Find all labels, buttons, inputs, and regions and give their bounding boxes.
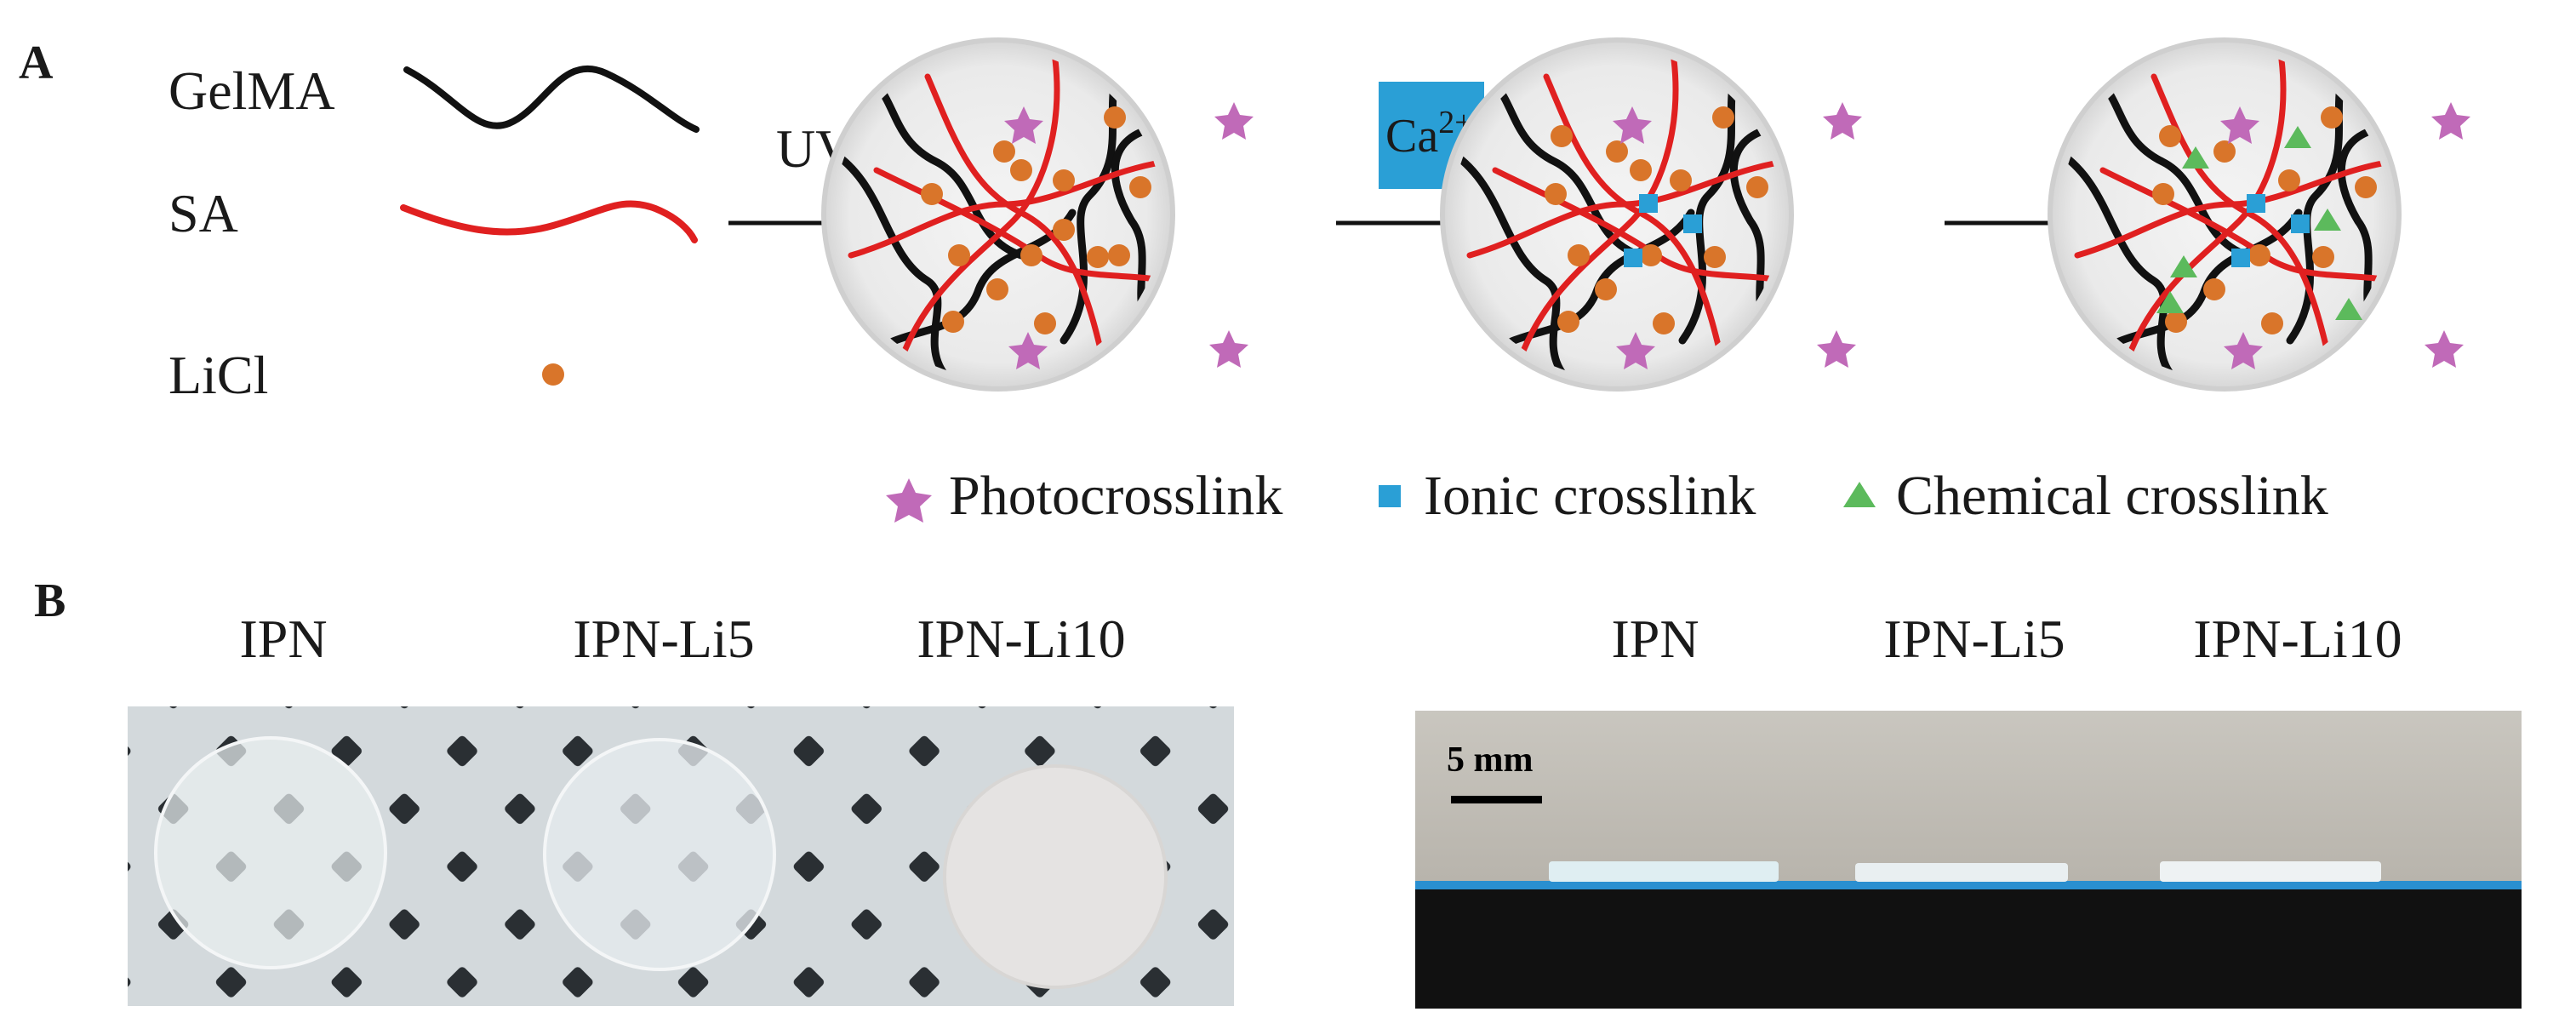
scale-bar-label: 5 mm <box>1447 740 1533 780</box>
photocrosslink-star-icon <box>886 478 932 523</box>
panel-b-letter: B <box>34 575 66 627</box>
gelma-chain-icon <box>403 65 700 133</box>
hydrogel-disc-ipn <box>154 736 387 969</box>
top-label-ipn-li10: IPN-Li10 <box>917 609 1125 669</box>
gelma-label: GelMA <box>168 60 335 121</box>
hydrogel-disc-ipn-li5 <box>543 738 776 971</box>
top-view-photo <box>128 706 1234 1006</box>
legend-chemical-crosslink: Chemical crosslink <box>1896 465 2328 527</box>
legend-ionic-crosslink: Ionic crosslink <box>1424 465 1756 527</box>
crosslink-legend: Photocrosslink Ionic crosslink Chemical … <box>886 465 2328 527</box>
side-label-ipn: IPN <box>1611 609 1699 669</box>
network-ionic-crosslinked <box>1440 37 1862 392</box>
scale-bar <box>1451 796 1542 803</box>
chemical-crosslink-triangle-icon <box>1843 482 1876 507</box>
panel-a-letter: A <box>19 37 54 89</box>
legend-photocrosslink: Photocrosslink <box>949 465 1282 527</box>
top-label-ipn: IPN <box>239 609 327 669</box>
licl-dot-icon <box>542 363 564 386</box>
side-label-ipn-li5: IPN-Li5 <box>1883 609 2065 669</box>
hydrogel-disc-ipn-li10 <box>943 764 1168 989</box>
network-photocrosslinked <box>821 37 1254 392</box>
network-chemical-crosslinked <box>2048 37 2470 392</box>
side-view-photo: 5 mm <box>1415 711 2522 1009</box>
side-label-ipn-li10: IPN-Li10 <box>2193 609 2402 669</box>
sa-chain-icon <box>400 200 698 243</box>
licl-label: LiCl <box>168 345 268 405</box>
ionic-crosslink-square-icon <box>1379 485 1401 507</box>
top-label-ipn-li5: IPN-Li5 <box>573 609 754 669</box>
hydrogel-slab-ipn-li5 <box>1855 863 2068 882</box>
hydrogel-slab-ipn-li10 <box>2160 861 2381 882</box>
sa-label: SA <box>168 183 238 243</box>
hydrogel-slab-ipn <box>1549 861 1779 882</box>
